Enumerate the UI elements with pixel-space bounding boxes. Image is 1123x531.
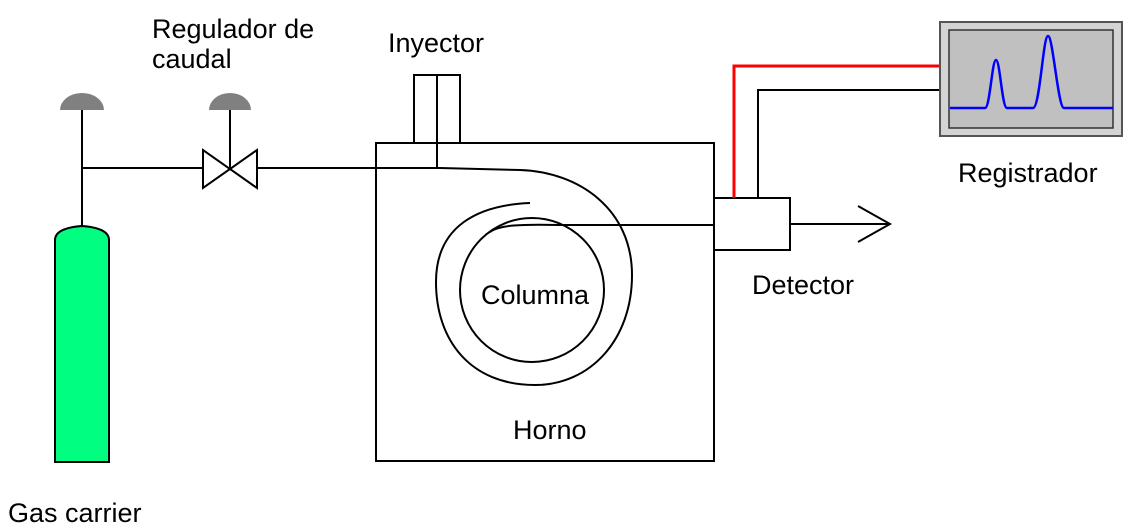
regulator-label-line2: caudal: [152, 44, 232, 74]
recorder: [939, 21, 1123, 137]
injector-label: Inyector: [388, 28, 485, 58]
detector-label: Detector: [752, 270, 855, 300]
signal-wire-red: [732, 64, 945, 198]
recorder-label: Registrador: [958, 158, 1098, 188]
column-label: Columna: [481, 280, 590, 310]
detector: [713, 197, 791, 251]
column-coil: [434, 167, 714, 387]
regulator-label-line1: Regulador de: [152, 14, 315, 44]
signal-wire-black: [757, 89, 945, 198]
chromatogram-trace: [950, 34, 1113, 110]
oven-box: [375, 142, 715, 462]
oven-label: Horno: [513, 415, 587, 445]
gas-cylinder: [54, 168, 110, 463]
cylinder-valve-cap: [60, 93, 104, 168]
injector: [413, 74, 461, 168]
gas-carrier-label: Gas carrier: [8, 498, 142, 528]
outlet-arrow: [790, 205, 893, 243]
flow-regulator-valve: [202, 93, 258, 190]
